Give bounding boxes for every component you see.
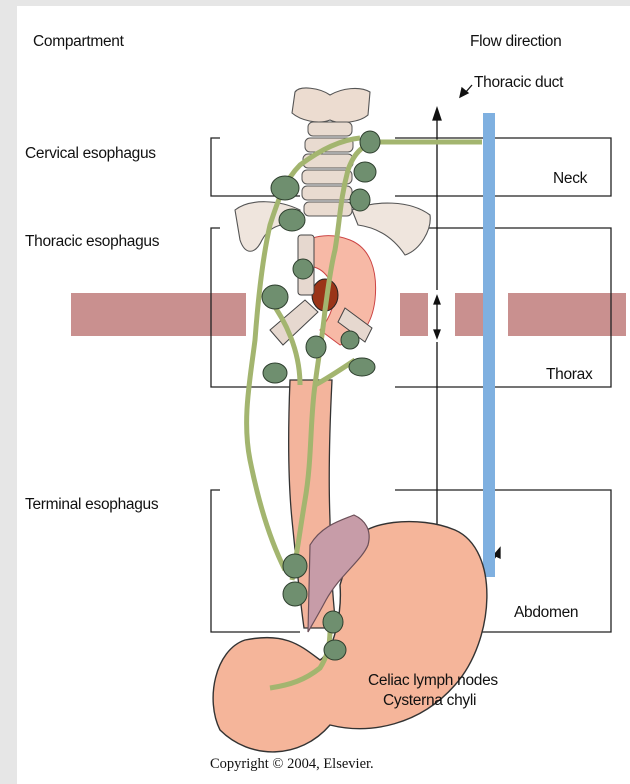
compartment-header: Compartment [33, 33, 124, 51]
copyright-notice: Copyright © 2004, Elsevier. [210, 756, 374, 773]
flow-direction-header: Flow direction [470, 33, 561, 51]
thoracic-duct-bar [483, 113, 495, 577]
right-clavicle [352, 203, 430, 255]
larynx [292, 88, 370, 122]
thoracic-duct-label: Thoracic duct [474, 74, 563, 92]
cervical-esophagus-label: Cervical esophagus [25, 145, 156, 163]
abdomen-label: Abdomen [514, 604, 578, 622]
celiac-lymph-nodes-label: Celiac lymph nodes [368, 672, 498, 690]
neck-label: Neck [553, 170, 587, 188]
thorax-label: Thorax [546, 366, 592, 384]
cervical-spine [302, 122, 353, 216]
thoracic-esophagus-label: Thoracic esophagus [25, 233, 159, 251]
cisterna-chyli-label: Cysterna chyli [383, 692, 476, 710]
terminal-esophagus-label: Terminal esophagus [25, 496, 158, 514]
